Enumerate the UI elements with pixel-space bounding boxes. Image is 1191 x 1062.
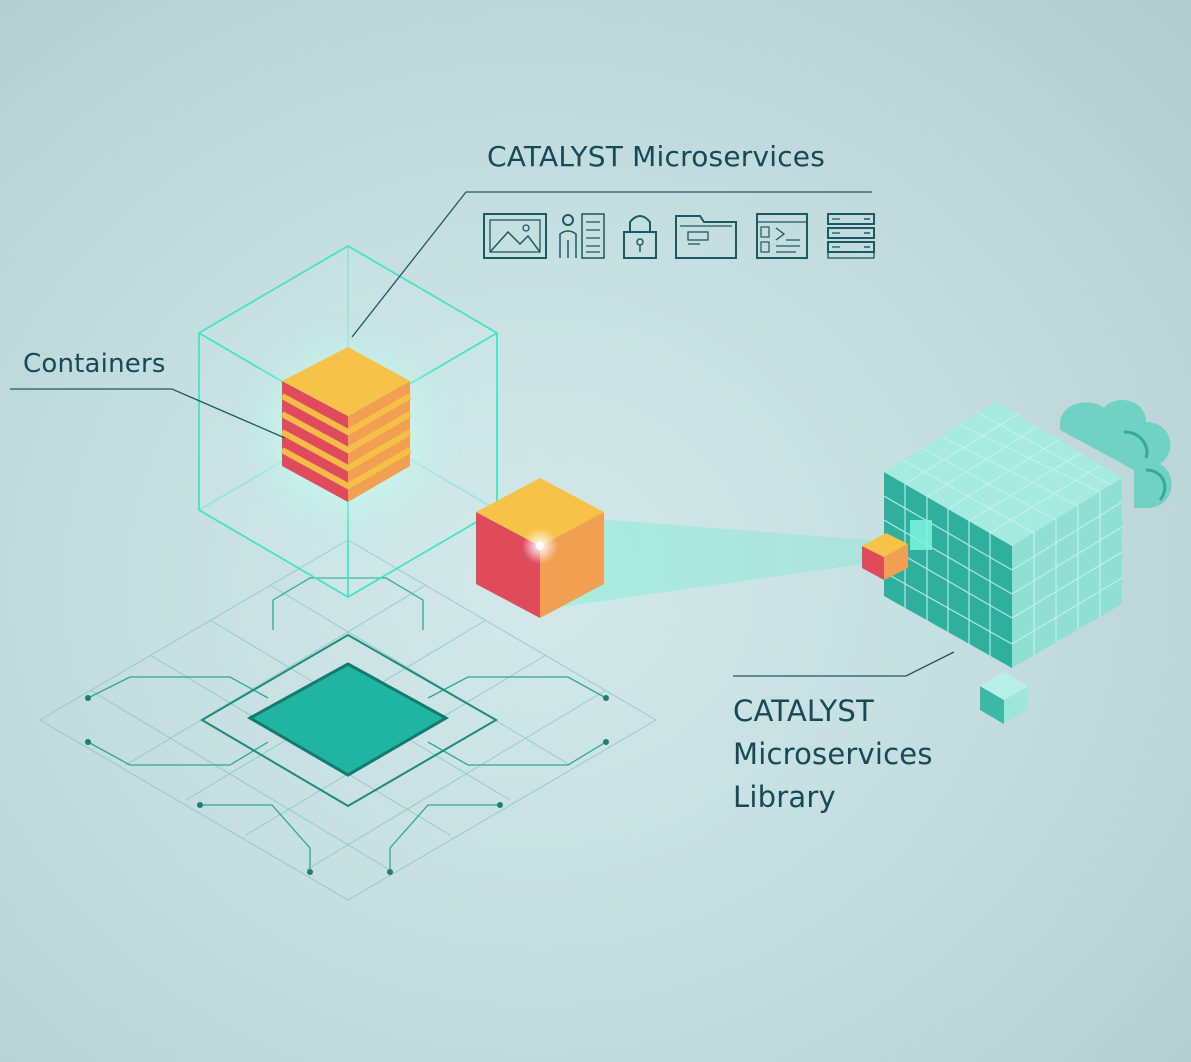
library-label-line-2: Microservices (733, 737, 933, 771)
library-leader (733, 651, 955, 677)
cloud-icon (1060, 399, 1172, 508)
circuit-dots (85, 695, 609, 875)
microservices-leader (351, 191, 872, 338)
microservice-icons (483, 213, 875, 259)
library-label-line-1: CATALYST (733, 694, 874, 728)
entering-cube (862, 533, 908, 580)
user-checklist-icon (559, 213, 605, 259)
folder-icon (675, 215, 737, 259)
library-label-line-3: Library (733, 780, 836, 814)
microservices-label: CATALYST Microservices (487, 140, 826, 173)
server-stack-icon (827, 213, 875, 259)
library-cube (883, 402, 1123, 668)
containers-leader (10, 388, 286, 439)
chip-core (246, 662, 450, 777)
containers-label: Containers (23, 349, 166, 379)
container-stack (280, 347, 412, 502)
image-icon (483, 213, 547, 259)
terminal-window-icon (756, 213, 808, 259)
moving-cube (476, 478, 604, 618)
loose-cube (980, 672, 1028, 724)
library-label: CATALYST Microservices Library (733, 690, 933, 819)
leader-lines (10, 191, 955, 677)
lock-icon (623, 215, 657, 259)
